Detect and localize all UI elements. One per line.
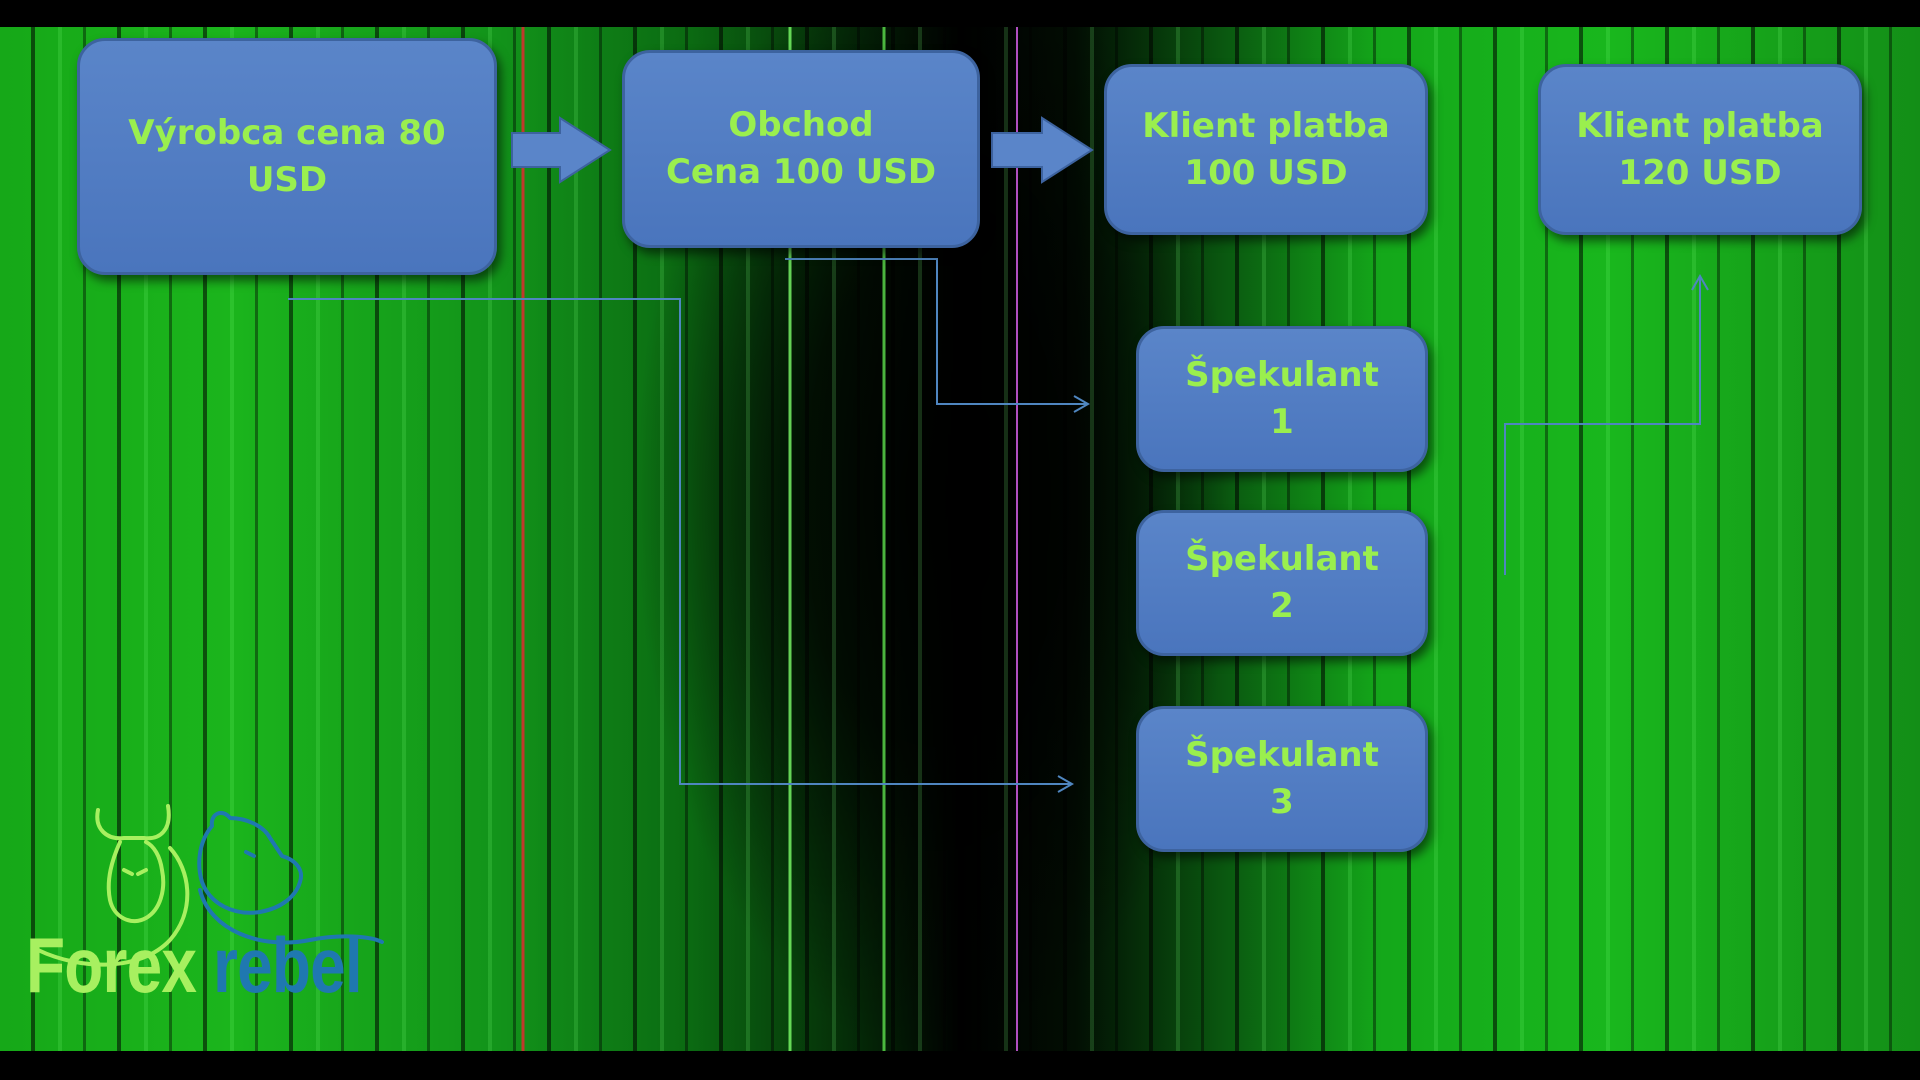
speculator1-line2: 1 (1270, 402, 1294, 442)
letterbox-bottom (0, 1051, 1920, 1080)
speculator3-line1: Špekulant (1185, 735, 1379, 775)
producer-line2: USD (246, 159, 328, 200)
connector-arrowhead-speculator1 (1073, 395, 1091, 413)
client2-box: Klient platba 120 USD (1538, 64, 1862, 235)
speculator2-line2: 2 (1270, 586, 1294, 626)
shop-line2: Cena 100 USD (665, 152, 937, 192)
producer-line1: Výrobca cena 80 (128, 112, 446, 153)
client2-line1: Klient platba (1576, 105, 1824, 146)
client1-box: Klient platba 100 USD (1104, 64, 1428, 235)
speculator2-line1: Špekulant (1185, 539, 1379, 579)
client1-line2: 100 USD (1184, 152, 1348, 193)
speculator1-line1: Špekulant (1185, 355, 1379, 395)
bull-head (106, 840, 166, 924)
bull-bear-logo-icon (36, 804, 384, 967)
speculator3-box: Špekulant 3 (1136, 706, 1428, 852)
bear-head (197, 810, 303, 915)
connector-to-client2 (1504, 278, 1701, 575)
producer-box: Výrobca cena 80 USD (77, 38, 497, 275)
speculator1-box: Špekulant 1 (1136, 326, 1428, 472)
client2-line2: 120 USD (1618, 152, 1782, 193)
connector-arrowhead-speculator3 (1057, 775, 1075, 793)
bear-swoosh (198, 888, 384, 945)
logo-word-forex: Forex (26, 921, 197, 1009)
speculator2-box: Špekulant 2 (1136, 510, 1428, 656)
arrow-shop-to-client (991, 116, 1094, 184)
shop-box: Obchod Cena 100 USD (622, 50, 980, 248)
letterbox-top (0, 0, 1920, 27)
arrow-producer-to-shop (511, 116, 612, 184)
logo-word-rebel: rebel (213, 921, 363, 1009)
speculator3-line2: 3 (1270, 782, 1294, 822)
logo-wordmark: Forex rebel (26, 920, 363, 1010)
connector-producer-to-speculator3 (288, 298, 1070, 785)
bull-horns (95, 804, 171, 841)
bull-swoosh (36, 846, 190, 967)
connector-arrowhead-client2 (1691, 273, 1709, 291)
client1-line1: Klient platba (1142, 105, 1390, 146)
shop-line1: Obchod (728, 105, 874, 145)
connector-shop-to-speculator1 (785, 258, 1086, 405)
